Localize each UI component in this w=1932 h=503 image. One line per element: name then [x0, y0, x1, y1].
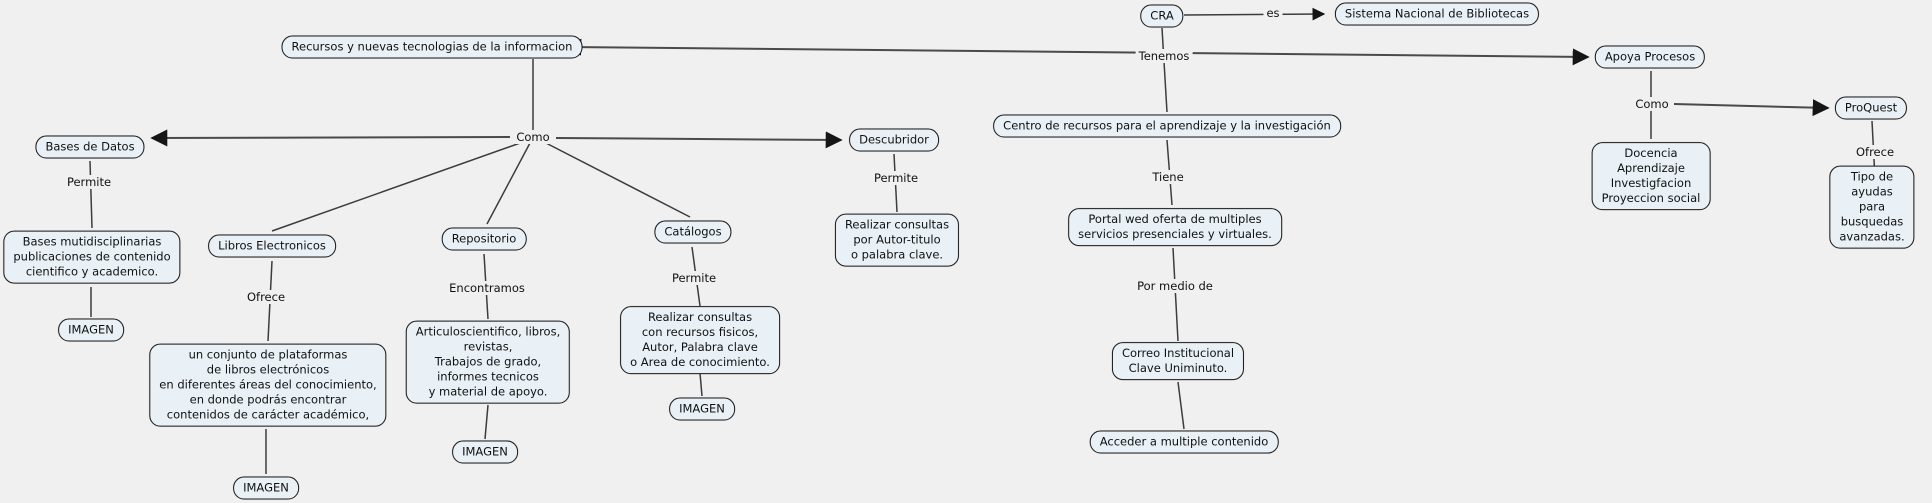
link-label-tiene[interactable]: Tiene: [1149, 170, 1187, 184]
edge-articulos-imagen: [484, 404, 489, 440]
link-label-ofrece-libros[interactable]: Ofrece: [243, 290, 289, 304]
concept-node-tipo-ayudas[interactable]: Tipo de ayudas para busquedas avanzadas.: [1829, 165, 1915, 249]
concept-node-imagen-bases[interactable]: IMAGEN: [58, 318, 124, 342]
concept-node-bases-multidisciplinarias[interactable]: Bases mutidisciplinarias publicaciones d…: [3, 230, 181, 284]
link-label-es[interactable]: es: [1263, 6, 1283, 20]
concept-node-libros-electronicos[interactable]: Libros Electronicos: [208, 234, 336, 258]
concept-node-imagen-conjunto[interactable]: IMAGEN: [233, 476, 299, 500]
link-label-encontramos[interactable]: Encontramos: [446, 281, 528, 295]
edge-como-bases: [150, 129, 511, 147]
concept-node-sistema-nacional[interactable]: Sistema Nacional de Bibliotecas: [1334, 2, 1540, 26]
edge-cra-sistema: [1183, 7, 1326, 21]
link-label-por-medio-de[interactable]: Por medio de: [1134, 279, 1216, 293]
concept-node-centro-recursos[interactable]: Centro de recursos para el aprendizaje y…: [993, 114, 1341, 138]
edge-como-proquest: [1673, 99, 1830, 117]
concept-node-repositorio[interactable]: Repositorio: [441, 227, 527, 251]
edge-tenemos: [564, 38, 1590, 66]
link-label-permite-bases[interactable]: Permite: [63, 175, 115, 189]
link-label-tenemos[interactable]: Tenemos: [1135, 49, 1193, 63]
link-label-permite-catalogos[interactable]: Permite: [668, 271, 720, 285]
edge-portal-correo: [1172, 247, 1179, 342]
concept-node-catalogos[interactable]: Catálogos: [654, 220, 732, 244]
concept-node-recursos[interactable]: Recursos y nuevas tecnologias de la info…: [281, 35, 583, 59]
concept-node-consultas-fisicos[interactable]: Realizar consultas con recursos fisicos,…: [620, 306, 780, 374]
concept-node-cra[interactable]: CRA: [1140, 4, 1184, 28]
edge-como-catalogos: [543, 141, 691, 218]
edge-como-descubridor: [555, 131, 843, 149]
link-label-permite-descubridor[interactable]: Permite: [870, 171, 922, 185]
concept-node-apoya-procesos[interactable]: Apoya Procesos: [1594, 45, 1706, 69]
link-label-como-left[interactable]: Como: [513, 130, 553, 144]
concept-node-portal-web[interactable]: Portal wed oferta de multiples servicios…: [1068, 208, 1282, 246]
edge-cra-centro: [1161, 27, 1168, 113]
edge-correo-acceder: [1177, 381, 1185, 430]
concept-node-imagen-repositorio[interactable]: IMAGEN: [452, 440, 518, 464]
concept-node-descubridor[interactable]: Descubridor: [849, 128, 939, 152]
concept-node-articulos[interactable]: Articuloscientifico, libros, revistas, T…: [405, 320, 571, 404]
concept-node-acceder[interactable]: Acceder a multiple contenido: [1089, 430, 1279, 454]
concept-node-consultas-autor[interactable]: Realizar consultas por Autor-titulo o pa…: [834, 213, 960, 267]
link-label-como-right[interactable]: Como: [1632, 97, 1672, 111]
concept-node-conjunto-plataformas[interactable]: un conjunto de plataformas de libros ele…: [149, 343, 387, 427]
concept-node-bases-de-datos[interactable]: Bases de Datos: [35, 135, 145, 159]
link-label-ofrece-proquest[interactable]: Ofrece: [1852, 145, 1898, 159]
concept-node-docencia[interactable]: Docencia Aprendizaje Investigfacion Proy…: [1591, 142, 1711, 210]
edge-consultas-imagen: [699, 372, 703, 397]
concept-node-imagen-catalogos[interactable]: IMAGEN: [669, 397, 735, 421]
edge-como-repositorio: [486, 142, 531, 225]
concept-node-proquest[interactable]: ProQuest: [1834, 96, 1908, 120]
concept-node-correo-institucional[interactable]: Correo Institucional Clave Uniminuto.: [1111, 342, 1245, 380]
edge-como-libros: [271, 141, 524, 232]
edge-bases-permite: [89, 160, 93, 229]
